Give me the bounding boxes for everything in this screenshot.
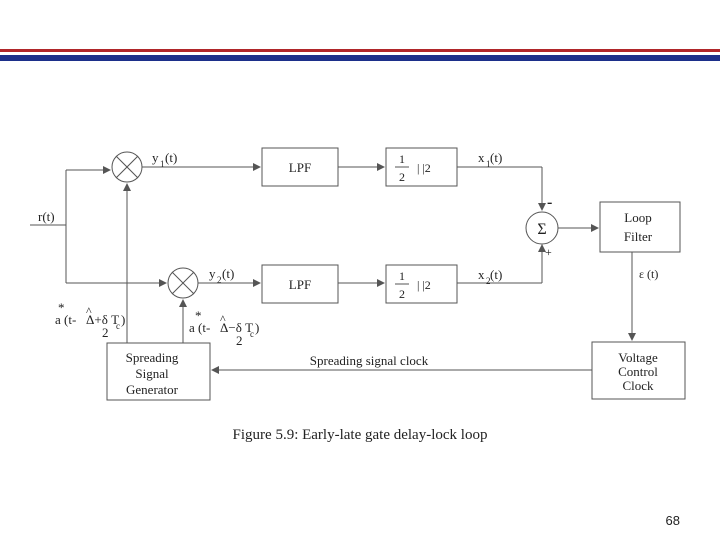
x1-subscript: 1 — [486, 159, 491, 169]
late-code-expr: Δ−δ T — [220, 320, 253, 335]
late-code-denominator: 2 — [236, 333, 243, 348]
header-rule-red — [0, 49, 720, 52]
square-bottom-abs: | |2 — [417, 278, 431, 292]
early-code-close: ) — [121, 312, 125, 327]
vcc-line1: Voltage — [618, 350, 658, 365]
figure-caption: Figure 5.9: Early-late gate delay-lock l… — [232, 427, 488, 443]
early-code-star: * — [58, 300, 65, 315]
loop-filter-line1: Loop — [624, 210, 651, 225]
ssg-line3: Generator — [126, 382, 179, 397]
late-code-a: a (t- — [189, 320, 210, 335]
x2-label: x — [478, 267, 485, 282]
late-code-star: * — [195, 308, 202, 323]
input-label: r(t) — [38, 209, 55, 224]
y2-subscript: 2 — [217, 275, 222, 285]
late-code-close: ) — [255, 320, 259, 335]
page-number: 68 — [665, 513, 680, 528]
sum-plus-sign: + — [545, 245, 552, 259]
x2-subscript: 2 — [486, 276, 491, 286]
y1-subscript: 1 — [160, 159, 165, 169]
clock-label: Spreading signal clock — [310, 353, 429, 368]
vcc-line2: Control — [618, 364, 658, 379]
vcc-line3: Clock — [622, 378, 654, 393]
sum-symbol: Σ — [537, 221, 546, 238]
x1-label: x — [478, 150, 485, 165]
loop-filter-box — [599, 201, 681, 253]
y2-label: y — [209, 266, 216, 281]
square-top-numerator: 1 — [399, 152, 405, 166]
header-rule-blue — [0, 55, 720, 61]
y1-label: y — [152, 150, 159, 165]
ssg-box — [106, 342, 211, 401]
square-top-denominator: 2 — [399, 170, 405, 184]
square-bottom-box — [385, 264, 458, 304]
ssg-line2: Signal — [135, 366, 169, 381]
late-code-hat: ^ — [220, 312, 226, 326]
early-code-expr: Δ+δ T — [86, 312, 119, 327]
square-bottom-denominator: 2 — [399, 287, 405, 301]
early-code-denominator: 2 — [102, 325, 109, 340]
sum-minus-sign: - — [547, 194, 552, 211]
early-code-sub: c — [116, 321, 120, 331]
y2-argument: (t) — [222, 266, 234, 281]
early-code-a: a (t- — [55, 312, 76, 327]
early-code-hat: ^ — [86, 304, 92, 318]
lpf-bottom-box — [261, 264, 339, 304]
lpf-bottom-label: LPF — [289, 277, 311, 292]
lpf-top-label: LPF — [289, 160, 311, 175]
x1-argument: (t) — [490, 150, 502, 165]
late-code-sub: c — [250, 329, 254, 339]
error-label: ε (t) — [639, 267, 658, 281]
square-top-abs: | |2 — [417, 161, 431, 175]
loop-filter-line2: Filter — [624, 229, 653, 244]
square-bottom-numerator: 1 — [399, 269, 405, 283]
y1-argument: (t) — [165, 150, 177, 165]
x2-argument: (t) — [490, 267, 502, 282]
ssg-line1: Spreading — [126, 350, 179, 365]
